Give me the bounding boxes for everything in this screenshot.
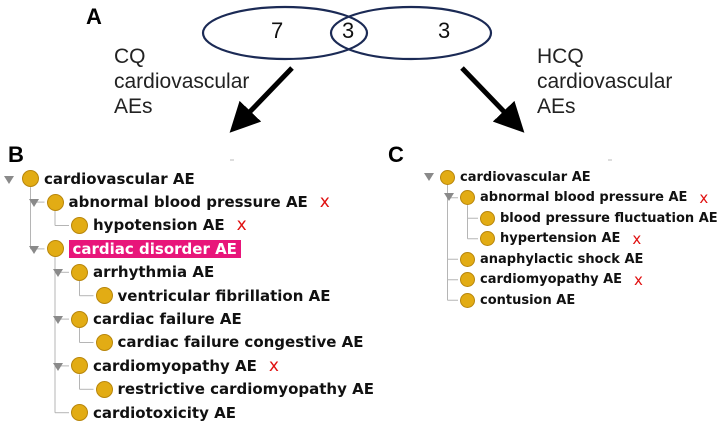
tree-row[interactable]: cardiac disorder AE [28,237,241,260]
cq-label-line: AEs [114,95,153,118]
tree-row[interactable]: cardiac failure AE [53,307,242,330]
panel-letter-b: B [8,142,24,167]
tree-row[interactable]: cardiovascular AE [424,167,591,188]
class-node-icon [480,231,495,247]
class-node-icon [95,333,113,351]
expand-arrow-icon[interactable] [424,170,440,185]
tree-row[interactable]: cardiotoxicity AE [53,401,236,424]
tree-row[interactable]: cardiovascular AE [4,167,195,190]
expand-arrow-icon[interactable] [53,357,71,375]
tree-row[interactable]: arrhythmia AE [53,261,214,284]
tree-node-label[interactable]: abnormal blood pressure AE [68,193,308,212]
panel-letter-c: C [388,142,404,167]
hcq-label-line: cardiovascular [537,70,673,93]
expand-arrow-icon[interactable] [53,263,71,281]
tree-node-label[interactable]: cardiotoxicity AE [93,403,236,422]
tree-node-label[interactable]: cardiac failure AE [93,310,242,329]
class-node-icon [95,380,113,398]
tree-node-label[interactable]: cardiovascular AE [44,169,195,188]
class-node-icon [46,193,64,211]
class-node-icon [460,190,475,206]
class-node-icon [71,310,88,328]
tree-node-label[interactable]: anaphylactic shock AE [480,251,644,267]
tree-node-label[interactable]: restrictive cardiomyopathy AE [117,380,374,399]
expand-arrow-icon[interactable] [444,190,460,205]
venn-left-count: 7 [271,18,284,43]
tree-node-label[interactable]: blood pressure fluctuation AE [500,210,718,226]
tree-row[interactable]: ventricular fibrillation AE [78,284,331,307]
tree-row[interactable]: blood pressure fluctuation AE [464,208,718,229]
tree-node-label[interactable]: cardiomyopathy AE [93,356,257,375]
tree-row[interactable]: restrictive cardiomyopathy AE [78,378,374,401]
expand-arrow-icon[interactable] [28,193,47,211]
hcq-label: HCQ cardiovascular AEs [537,44,672,119]
class-node-icon [22,170,39,188]
class-node-icon [46,240,64,258]
mismatch-x-mark: x [632,229,642,248]
tree-node-label[interactable]: contusion AE [480,292,576,308]
class-node-icon [440,169,455,185]
tree-row[interactable]: cardiomyopathy AE x [444,270,643,291]
class-node-icon [460,292,475,308]
class-node-icon [71,216,88,234]
expand-arrow-icon[interactable] [53,310,71,328]
arrow-to-c [460,66,525,133]
expand-arrow-icon[interactable] [4,170,22,188]
tree-row[interactable]: abnormal blood pressure AE x [28,190,330,213]
mismatch-x-mark: x [236,215,247,236]
class-node-icon [480,210,495,226]
tree-node-label[interactable]: abnormal blood pressure AE [480,190,688,206]
tree-node-label[interactable]: hypertension AE [500,231,621,247]
hcq-label-line: HCQ [537,45,584,68]
tree-row[interactable]: hypotension AE x [53,214,247,237]
tree-row[interactable]: hypertension AE x [464,229,641,250]
tree-node-label[interactable]: cardiac failure congestive AE [117,333,364,352]
venn-overlap-count: 3 [342,18,355,43]
class-node-icon [460,251,475,267]
cq-label: CQ cardiovascular AEs [114,44,249,119]
mismatch-x-mark: x [268,355,279,376]
mismatch-x-mark: x [634,270,643,289]
mismatch-x-mark: x [699,188,709,207]
tree-row[interactable]: cardiac failure congestive AE [78,331,364,354]
class-node-icon [71,263,88,281]
venn-left-ellipse [201,5,369,61]
tree-row[interactable]: contusion AE [444,290,575,311]
mismatch-x-mark: x [319,192,330,213]
tree-row[interactable]: cardiomyopathy AE x [53,354,279,377]
tree-node-label[interactable]: arrhythmia AE [93,263,215,282]
panel-letter-a: A [86,4,102,29]
cq-label-line: CQ [114,45,146,68]
venn-right-count: 3 [438,18,451,43]
cq-label-line: cardiovascular [114,70,250,93]
tree-node-label[interactable]: cardiomyopathy AE [480,272,623,288]
tree-node-label[interactable]: ventricular fibrillation AE [117,286,331,305]
tree-node-label[interactable]: cardiovascular AE [460,169,591,185]
tree-node-label[interactable]: hypotension AE [93,216,225,235]
expand-arrow-icon[interactable] [28,240,47,258]
class-node-icon [71,357,88,375]
tree-row[interactable]: abnormal blood pressure AE x [444,188,708,209]
tree-node-label[interactable]: cardiac disorder AE [68,239,241,258]
tree-row[interactable]: anaphylactic shock AE [444,249,643,270]
class-node-icon [460,272,475,288]
class-node-icon [71,404,88,422]
class-node-icon [95,287,113,305]
hcq-label-line: AEs [537,95,576,118]
venn-right-ellipse [329,5,493,61]
arrow-to-b [229,66,294,133]
